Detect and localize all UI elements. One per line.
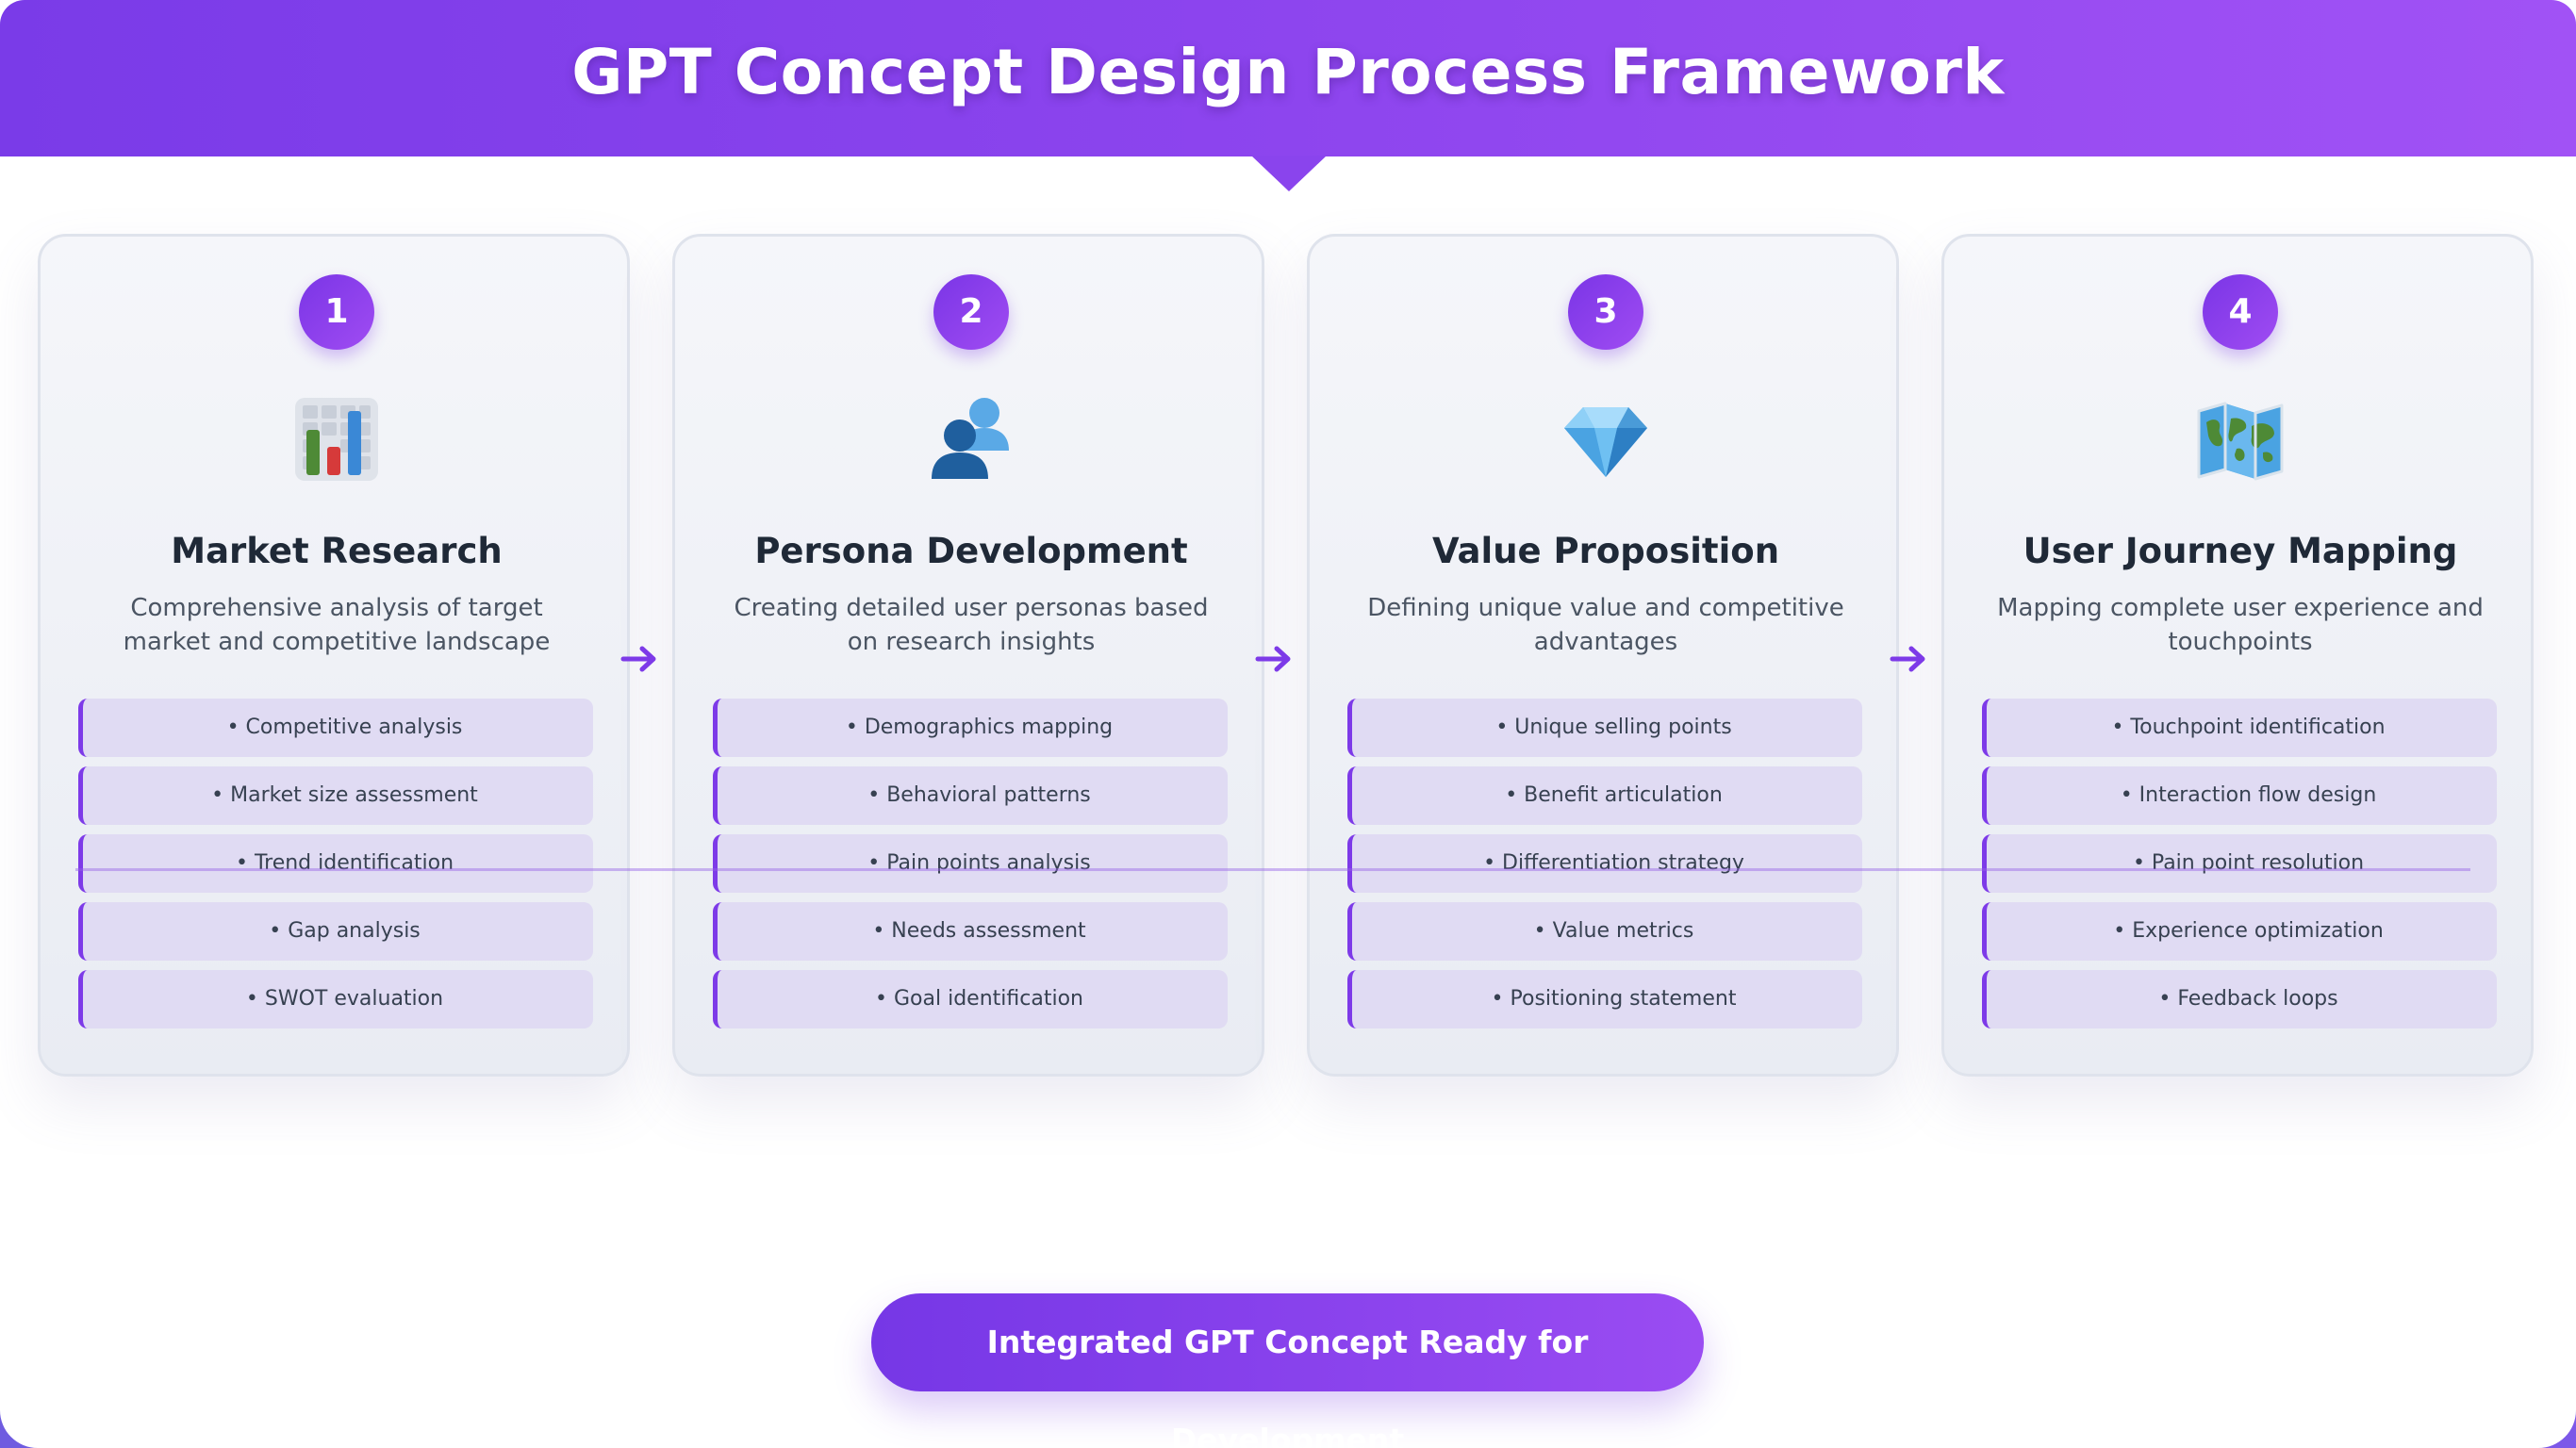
stage-description: Defining unique value and competitive ad… <box>1367 594 1844 656</box>
stage-card-value-proposition: 3 Value Proposition Defining unique valu… <box>1307 234 1899 1077</box>
step-number-badge: 1 <box>299 274 374 350</box>
bar-chart-icon <box>289 392 384 486</box>
stage-title: Value Proposition <box>1431 531 1780 571</box>
stage-item-list: • Competitive analysis • Market size ass… <box>78 699 593 1038</box>
list-item: • Behavioral patterns <box>713 766 1228 825</box>
list-item: • Positioning statement <box>1347 970 1862 1028</box>
list-item: • Interaction flow design <box>1982 766 2497 825</box>
stage-item-list: • Touchpoint identification • Interactio… <box>1982 699 2497 1038</box>
people-icon <box>924 392 1018 486</box>
stage-card-market-research: 1 Market Research Comprehensive analy <box>38 234 630 1077</box>
list-item: • Goal identification <box>713 970 1228 1028</box>
stage-description: Mapping complete user experience and tou… <box>1997 594 2484 656</box>
arrow-right-icon <box>1889 638 1930 680</box>
arrow-right-icon <box>1254 638 1296 680</box>
list-item: • Needs assessment <box>713 902 1228 961</box>
list-item: • Value metrics <box>1347 902 1862 961</box>
step-number-badge: 4 <box>2203 274 2278 350</box>
list-item: • Touchpoint identification <box>1982 699 2497 757</box>
list-item: • Market size assessment <box>78 766 593 825</box>
list-item: • Unique selling points <box>1347 699 1862 757</box>
stage-card-user-journey-mapping: 4 User Journey Mapping Mapping complete … <box>1941 234 2534 1077</box>
step-number-badge: 2 <box>933 274 1009 350</box>
list-item: • Feedback loops <box>1982 970 2497 1028</box>
list-item: • Trend identification <box>78 834 593 893</box>
stage-title: Market Research <box>171 531 503 571</box>
flow-connector-line <box>75 868 2470 871</box>
stage-title: User Journey Mapping <box>2023 531 2458 571</box>
stage-item-list: • Demographics mapping • Behavioral patt… <box>713 699 1228 1038</box>
stage-item-list: • Unique selling points • Benefit articu… <box>1347 699 1862 1038</box>
list-item: • Gap analysis <box>78 902 593 961</box>
diamond-icon <box>1559 392 1653 486</box>
list-item: • Demographics mapping <box>713 699 1228 757</box>
list-item: • Competitive analysis <box>78 699 593 757</box>
list-item: • Benefit articulation <box>1347 766 1862 825</box>
list-item: • Differentiation strategy <box>1347 834 1862 893</box>
stage-title: Persona Development <box>754 531 1188 571</box>
stage-description: Comprehensive analysis of target market … <box>123 594 551 656</box>
header-pointer <box>1251 156 1327 191</box>
arrow-right-icon <box>619 638 661 680</box>
list-item: • Pain point resolution <box>1982 834 2497 893</box>
integrated-concept-button[interactable]: Integrated GPT Concept Ready for Develop… <box>871 1293 1704 1448</box>
page-title: GPT Concept Design Process Framework <box>571 36 2005 108</box>
stage-description: Creating detailed user personas based on… <box>734 594 1209 656</box>
header-banner: GPT Concept Design Process Framework <box>0 0 2576 156</box>
list-item: • Experience optimization <box>1982 902 2497 961</box>
list-item: • Pain points analysis <box>713 834 1228 893</box>
step-number-badge: 3 <box>1568 274 1643 350</box>
stage-card-persona-development: 2 Persona Development Creating detailed … <box>672 234 1264 1077</box>
list-item: • SWOT evaluation <box>78 970 593 1028</box>
world-map-icon <box>2193 392 2287 486</box>
